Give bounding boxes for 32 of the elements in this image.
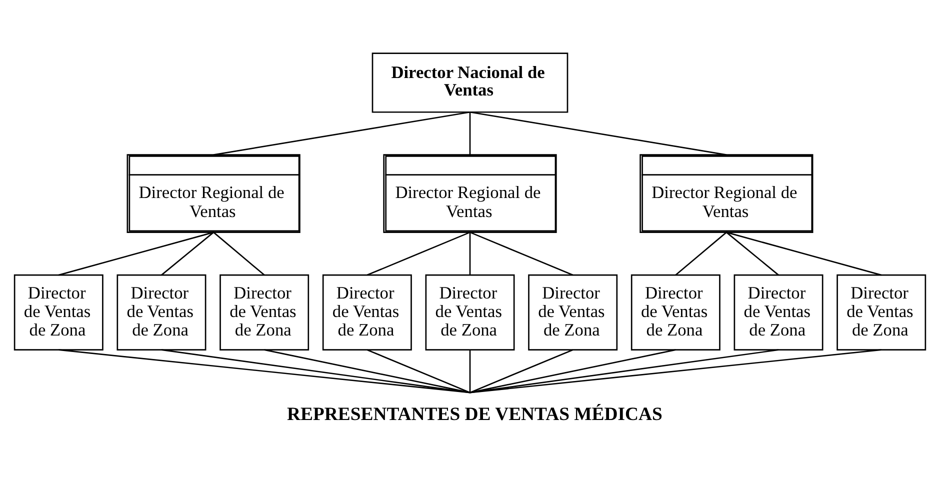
connector [469, 232, 573, 276]
connector [212, 232, 264, 276]
connector [160, 232, 214, 276]
node-box: Director de Ventas de Zona [322, 274, 412, 350]
node-box: Director de Ventas de Zona [219, 274, 309, 350]
connector [726, 232, 778, 276]
node-box: Director Nacional de Ventas [371, 52, 568, 113]
connector [264, 349, 470, 394]
connector [674, 232, 726, 276]
connector [212, 111, 470, 156]
node-box: Director de Ventas de Zona [116, 274, 206, 350]
connector [469, 349, 573, 394]
connector [468, 112, 470, 155]
node-box: Director de Ventas de Zona [13, 274, 103, 350]
connector [366, 349, 470, 394]
node-box: Director de Ventas de Zona [528, 274, 618, 350]
node-box: Director de Ventas de Zona [424, 274, 514, 350]
connector [468, 232, 470, 276]
connector [726, 232, 882, 276]
node-box: Director de Ventas de Zona [630, 274, 720, 350]
connector [160, 349, 470, 394]
connector [366, 232, 470, 276]
connector [58, 232, 214, 276]
connector [469, 349, 676, 394]
node-box: Director de Ventas de Zona [836, 274, 926, 350]
node-box: Director de Ventas de Zona [733, 274, 823, 350]
node-text: REPRESENTANTES DE VENTAS MÉDICAS [286, 404, 662, 426]
connector [468, 350, 470, 393]
connector [469, 111, 726, 156]
connector [469, 349, 778, 394]
connector [469, 349, 881, 394]
connector [58, 349, 470, 394]
